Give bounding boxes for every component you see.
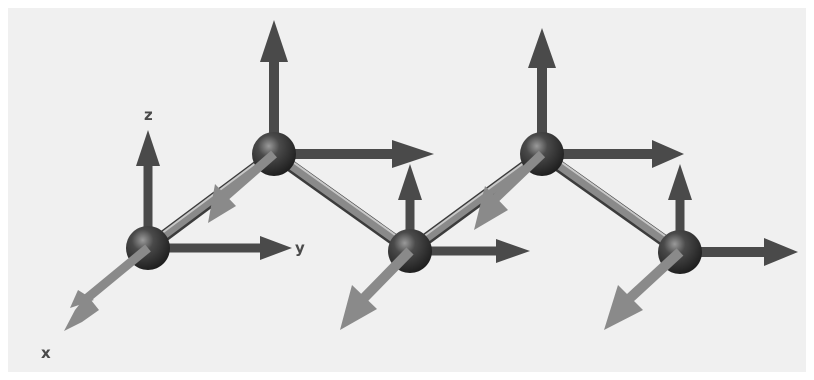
x-axis-label: x <box>41 344 51 362</box>
x-vector-arrow <box>474 150 546 230</box>
atom-4-group <box>474 28 684 230</box>
atom-2-group <box>208 20 434 223</box>
x-vector-arrow <box>340 247 414 330</box>
atom-5-group <box>604 164 798 330</box>
x-vector-arrow <box>604 248 684 330</box>
x-axis-arrow <box>64 244 151 331</box>
bond-2-3 <box>268 148 416 257</box>
atom-3-group <box>340 164 530 330</box>
atom-1-group: z y x <box>41 106 305 362</box>
bond-4-5 <box>536 148 686 258</box>
z-axis-label: z <box>144 106 153 124</box>
zigzag-chain-diagram: z y x <box>8 8 806 372</box>
diagram-canvas: z y x <box>8 8 806 372</box>
y-axis-label: y <box>295 239 305 257</box>
x-vector-arrow <box>208 150 277 223</box>
